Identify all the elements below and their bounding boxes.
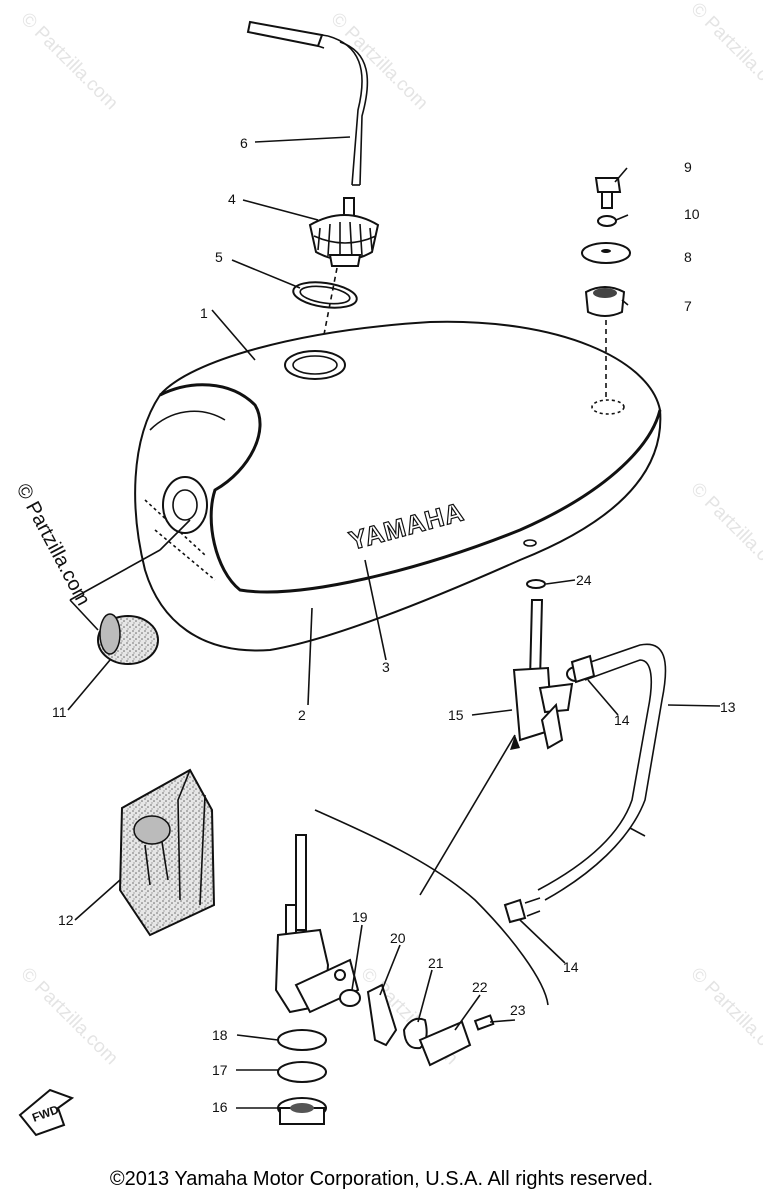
fwd-arrow: FWD: [18, 1088, 75, 1137]
watermark: © Partzilla.com: [326, 9, 431, 114]
callout-5: 5: [215, 249, 223, 265]
washer-10: [597, 215, 617, 227]
callout-18: 18: [212, 1027, 228, 1043]
callout-24: 24: [576, 572, 592, 588]
watermark: © Partzilla.com: [16, 9, 121, 114]
callout-17: 17: [212, 1062, 228, 1078]
callouts: 1 2 3 4 5 6 7 8 9 10 11 12 13 14 14 15 1…: [52, 135, 736, 1115]
screw-23: [473, 1014, 495, 1031]
filler-cap-4: [308, 197, 380, 267]
fuel-tank-1: YAMAHA: [134, 320, 662, 652]
watermark: © Partzilla.com: [686, 479, 763, 584]
callout-8: 8: [684, 249, 692, 265]
diaphragm-19: [339, 989, 361, 1007]
callout-1: 1: [200, 305, 208, 321]
watermark: © Partzilla.com: [16, 964, 121, 1069]
damper-7: [584, 286, 626, 317]
callout-22: 22: [472, 979, 488, 995]
gasket-24: [526, 579, 546, 589]
plate-22: [418, 1020, 472, 1067]
filter-16: [277, 1097, 327, 1125]
callout-15: 15: [448, 707, 464, 723]
fuel-cock-body: [274, 834, 360, 1014]
watermark: © Partzilla.com: [686, 0, 763, 104]
callout-20: 20: [390, 930, 406, 946]
callout-12: 12: [58, 912, 74, 928]
watermark: © Partzilla.com: [686, 964, 763, 1069]
callout-23: 23: [510, 1002, 526, 1018]
callout-10: 10: [684, 206, 700, 222]
callout-6: 6: [240, 135, 248, 151]
leader-lines: [67, 136, 721, 1109]
lever-20: [366, 983, 398, 1047]
cap-gasket-5: [292, 281, 358, 309]
callout-9: 9: [684, 159, 692, 175]
callout-14b: 14: [563, 959, 579, 975]
fuel-cock-15: [512, 599, 586, 750]
callout-2: 2: [298, 707, 306, 723]
copyright-notice: ©2013 Yamaha Motor Corporation, U.S.A. A…: [109, 1168, 654, 1190]
collar-8: [581, 242, 631, 264]
fuel-hose-13: [537, 643, 667, 901]
damper-12: [118, 768, 216, 937]
callout-14a: 14: [614, 712, 630, 728]
callout-19: 19: [352, 909, 368, 925]
callout-4: 4: [228, 191, 236, 207]
callout-3: 3: [382, 659, 390, 675]
o-ring-18: [277, 1029, 327, 1051]
vent-hose-6: [246, 20, 369, 186]
side-watermark: © Partzilla.com: [12, 480, 95, 609]
hose-clamp-14b: [503, 897, 541, 924]
bolt-9: [594, 177, 622, 209]
callout-11: 11: [52, 704, 67, 720]
hose-clamp-14: [570, 654, 596, 684]
callout-13: 13: [720, 699, 736, 715]
callout-7: 7: [684, 298, 692, 314]
o-ring-17: [277, 1061, 327, 1083]
callout-21: 21: [428, 955, 444, 971]
damper-11: [97, 613, 159, 665]
group-bracket: [314, 809, 549, 1006]
callout-16: 16: [212, 1099, 228, 1115]
